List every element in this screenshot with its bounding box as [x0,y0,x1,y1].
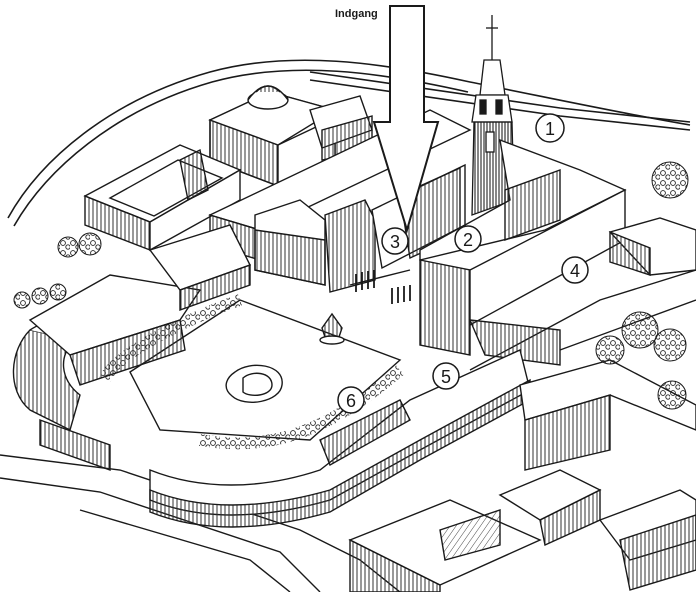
marker-4: 4 [561,256,589,284]
svg-text:3: 3 [390,232,400,252]
marker-2: 2 [454,225,482,253]
formal-garden [99,294,404,450]
marker-6: 6 [337,386,365,414]
southeast-buildings [348,359,696,592]
svg-text:5: 5 [441,367,451,387]
west-building [83,144,242,252]
entrance-label: Indgang [335,8,378,20]
entrance-arrow [372,5,440,234]
marker-5: 5 [432,362,460,390]
svg-text:2: 2 [463,230,473,250]
svg-text:1: 1 [545,119,555,139]
svg-text:6: 6 [346,391,356,411]
domed-building [208,85,373,188]
trees [13,161,689,410]
marker-3: 3 [381,227,409,255]
marker-1: 1 [535,113,565,143]
svg-text:4: 4 [570,261,580,281]
crescent-building [12,224,251,471]
